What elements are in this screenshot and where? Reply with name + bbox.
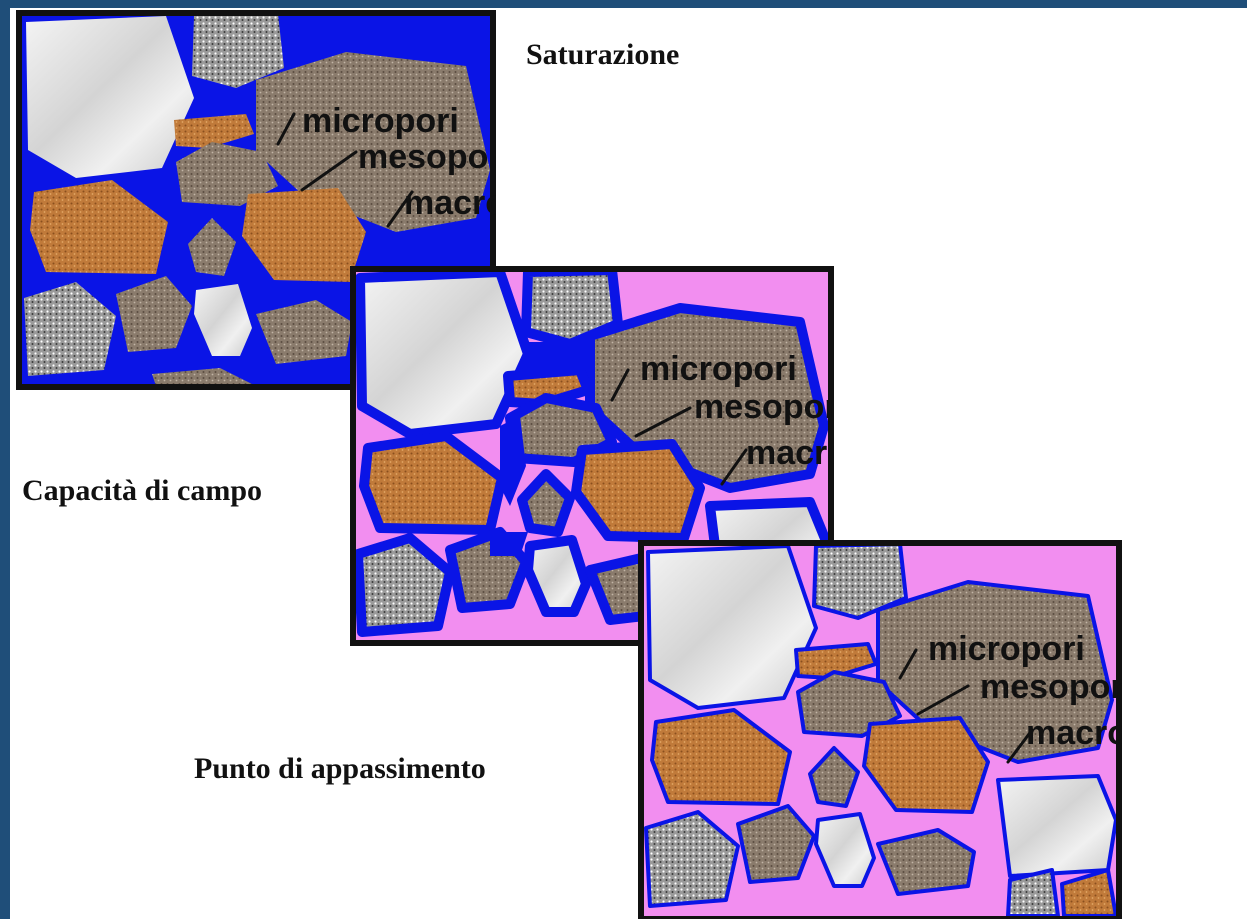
slide-top-border [0, 0, 1247, 8]
label-mesopori: mesopori [980, 668, 1122, 706]
label-micropori: micropori [928, 630, 1085, 668]
label-macropori: macropori [1026, 714, 1122, 752]
caption-saturation: Saturazione [526, 38, 679, 72]
label-macropori: macropori [404, 184, 496, 222]
label-micropori: micropori [640, 350, 797, 388]
label-mesopori: mesopori [358, 138, 496, 176]
water-pocket [518, 342, 586, 370]
slide-left-border [0, 0, 10, 919]
panel-wilting-point: micropori mesopori macropori [638, 540, 1118, 912]
label-macropori: macropori [746, 434, 834, 472]
label-micropori: micropori [302, 102, 459, 140]
caption-field-capacity: Capacità di campo [22, 474, 262, 508]
caption-wilting-point: Punto di appassimento [194, 752, 486, 786]
label-mesopori: mesopori [694, 388, 834, 426]
